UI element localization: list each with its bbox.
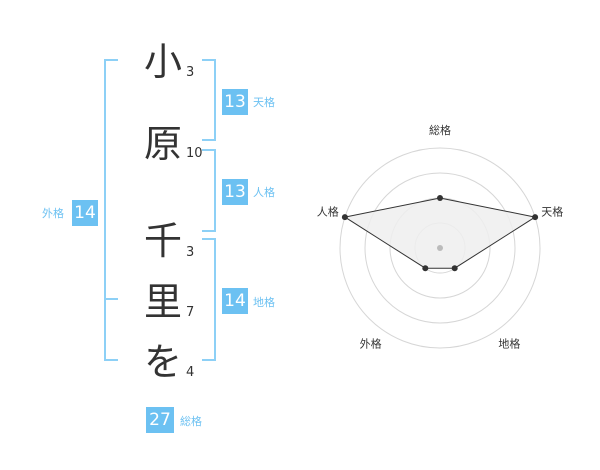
stroke-count-2: 10 xyxy=(186,146,203,161)
radar-point-1 xyxy=(437,195,443,201)
gaikaku-badge: 14 xyxy=(72,200,98,226)
radar-center-dot xyxy=(437,245,443,251)
name-char-2: 原 xyxy=(143,122,182,166)
radar-axis-label-1: 総格 xyxy=(429,123,451,137)
radar-axis-label-4: 外格 xyxy=(360,336,382,350)
stroke-count-4: 7 xyxy=(186,305,195,320)
jinkaku-label: 人格 xyxy=(253,186,275,199)
tenkaku-label: 天格 xyxy=(253,96,275,109)
soukaku-badge: 27 xyxy=(146,407,174,433)
radar-axis-label-3: 地格 xyxy=(498,336,520,350)
tenkaku-badge: 13 xyxy=(222,89,248,115)
name-char-5: を xyxy=(143,340,182,384)
radar-grid-ring-3 xyxy=(364,172,516,324)
radar-grid-ring-4 xyxy=(339,147,541,349)
radar-data-polygon xyxy=(343,197,537,269)
stroke-count-5: 4 xyxy=(186,365,195,380)
jinkaku-badge: 13 xyxy=(222,179,248,205)
stroke-count-1: 3 xyxy=(186,65,195,80)
jinkaku-bracket xyxy=(202,149,216,232)
tenkaku-bracket xyxy=(202,59,216,141)
chikaku-bracket xyxy=(202,238,216,361)
stroke-count-3: 3 xyxy=(186,245,195,260)
name-char-3: 千 xyxy=(143,219,182,263)
gaikaku-bracket xyxy=(104,59,118,361)
gaikaku-bracket-tick xyxy=(104,298,118,300)
chikaku-badge: 14 xyxy=(222,288,248,314)
name-char-1: 小 xyxy=(143,40,182,84)
chikaku-label: 地格 xyxy=(253,296,275,309)
gaikaku-label: 外格 xyxy=(42,207,64,220)
soukaku-label: 総格 xyxy=(180,415,202,428)
radar-point-5 xyxy=(341,214,348,221)
radar-point-3 xyxy=(451,265,458,272)
radar-axis-label-2: 天格 xyxy=(541,205,563,219)
name-char-4: 里 xyxy=(143,280,182,324)
radar-point-4 xyxy=(422,265,429,272)
radar-axis-label-5: 人格 xyxy=(317,205,339,219)
radar-point-2 xyxy=(532,214,539,221)
